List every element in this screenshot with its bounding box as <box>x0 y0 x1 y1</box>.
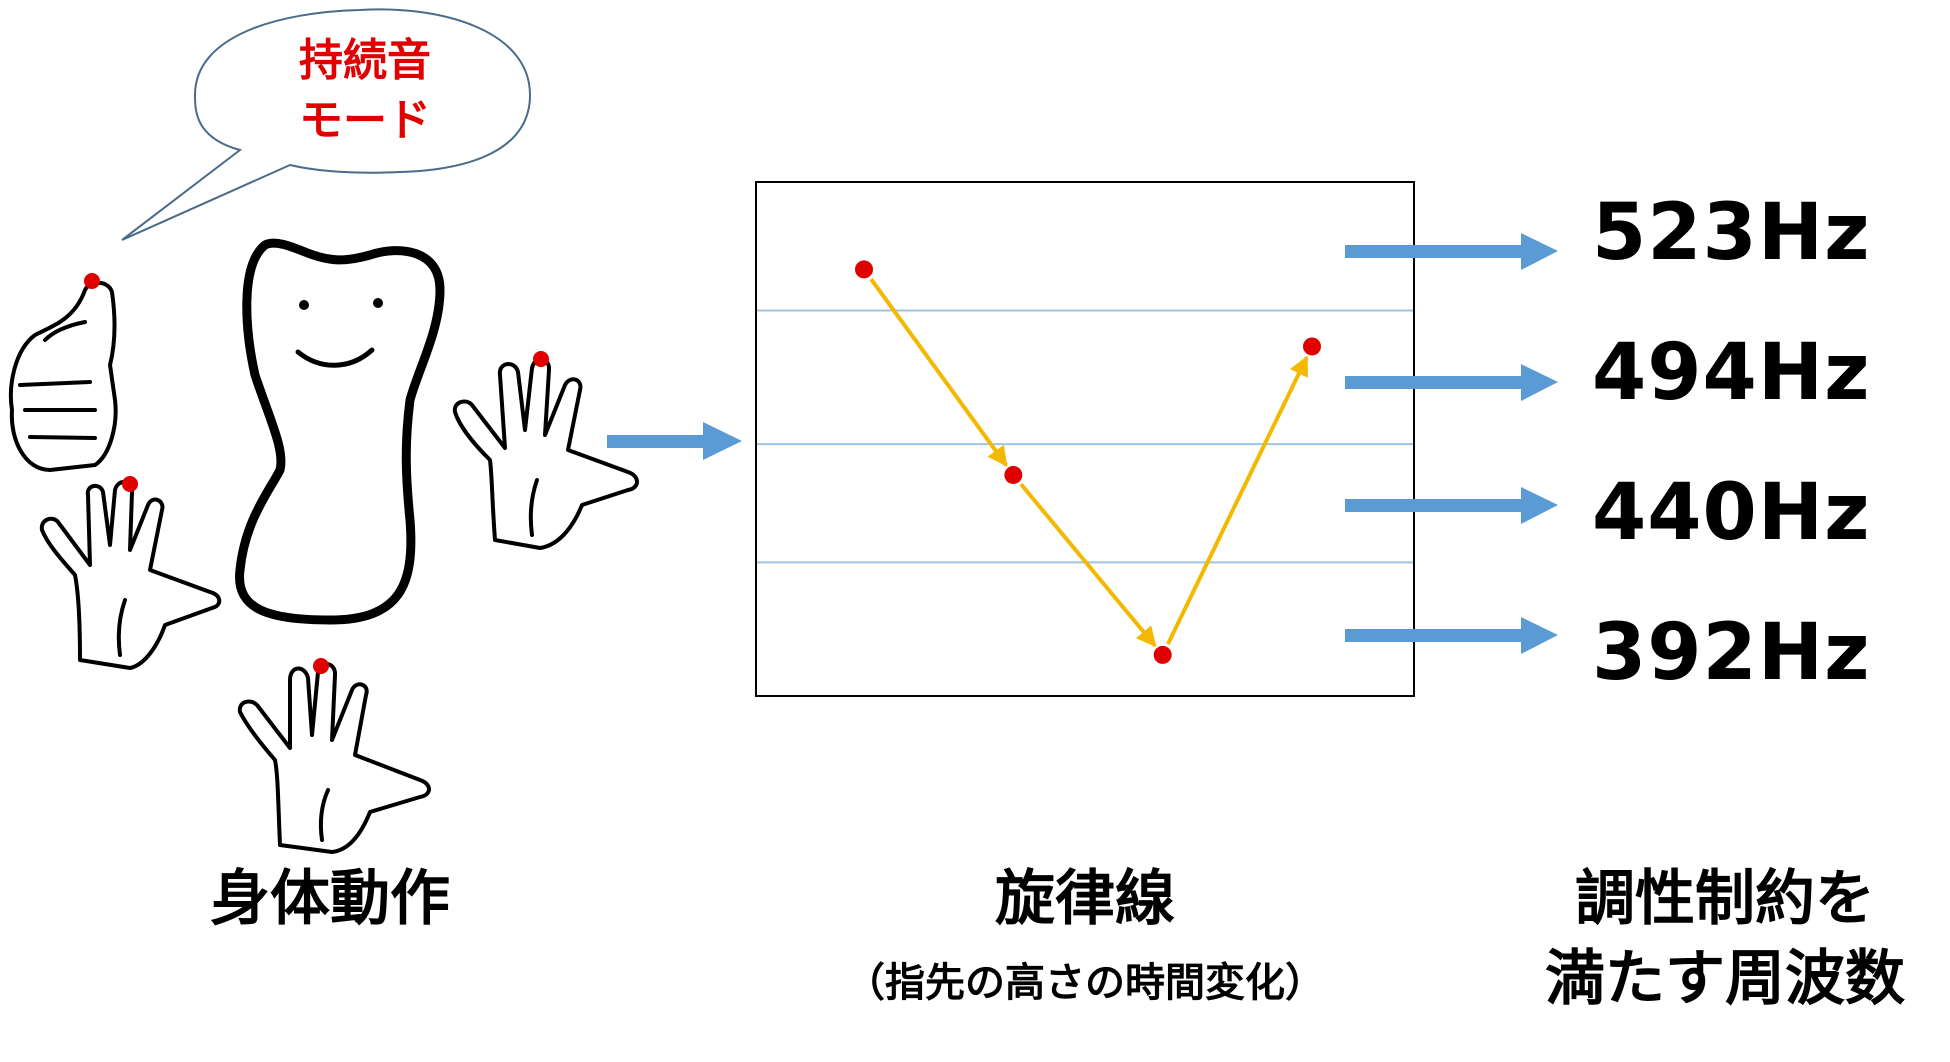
melody-point-2 <box>1004 465 1023 484</box>
caption-freq-line2: 満たす周波数 <box>1545 944 1905 1014</box>
melody-point-3 <box>1153 645 1172 664</box>
arrow-to-440hz <box>1345 487 1558 524</box>
open-hand-left-icon <box>39 480 222 670</box>
bubble-text-line1: 持続音 <box>299 35 431 86</box>
caption-melody-sub: （指先の高さの時間変化） <box>845 960 1325 1006</box>
bubble-text-line2: モード <box>299 95 431 146</box>
caption-freq-line1: 調性制約を <box>1575 864 1875 934</box>
melody-chart-frame <box>755 181 1415 697</box>
open-hand-bottom-icon <box>237 662 431 854</box>
freq-label-1: 523Hz <box>1592 188 1871 278</box>
thumbs-up-hand-icon <box>8 280 118 472</box>
freq-label-3: 440Hz <box>1592 468 1871 558</box>
arrow-to-494hz <box>1345 364 1558 401</box>
fingertip-dot-left-hand <box>122 476 138 492</box>
person-figure <box>235 238 445 625</box>
melody-point-1 <box>855 260 873 279</box>
melody-line <box>869 277 1309 648</box>
fingertip-dot-bottom-hand <box>313 658 329 674</box>
open-hand-right-icon <box>452 357 639 550</box>
arrow-body-to-chart <box>607 422 742 460</box>
caption-body-motion: 身体動作 <box>210 864 450 934</box>
melody-segment-2 <box>1019 482 1157 648</box>
melody-segment-3 <box>1166 355 1309 645</box>
arrow-to-392hz <box>1345 617 1558 654</box>
caption-melody: 旋律線 <box>995 864 1175 934</box>
freq-label-2: 494Hz <box>1592 328 1871 418</box>
arrow-to-523hz <box>1345 233 1558 270</box>
fingertip-dot-thumb <box>84 273 100 289</box>
fingertip-dot-right-hand <box>533 351 549 367</box>
melody-segment-1 <box>869 277 1008 467</box>
freq-label-4: 392Hz <box>1592 608 1871 698</box>
speech-bubble <box>121 8 532 241</box>
melody-points <box>855 260 1321 664</box>
melody-point-4 <box>1303 337 1321 356</box>
